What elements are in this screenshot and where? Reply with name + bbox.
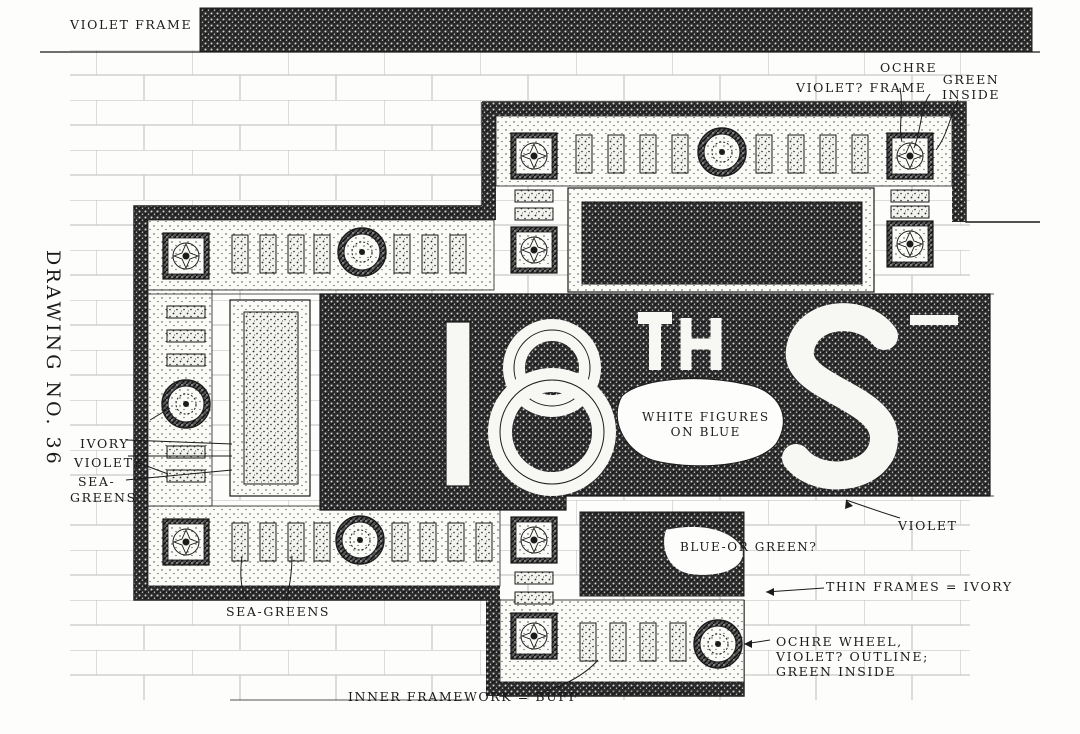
medallion-wheel-icon bbox=[335, 515, 385, 565]
rosette-tile-icon bbox=[162, 232, 210, 280]
label-violet-question: Violet? bbox=[74, 455, 142, 470]
label-blue-or-green: Blue-or Green? bbox=[680, 540, 818, 554]
label-greens: Greens bbox=[70, 490, 137, 505]
label-thin-frames: Thin Frames = Ivory bbox=[826, 579, 1013, 594]
rosette-tile-icon bbox=[886, 220, 934, 268]
label-inner-framework: Inner Framework = Buff bbox=[348, 689, 579, 704]
rosette-tile-icon bbox=[510, 516, 558, 564]
medallion-wheel-icon bbox=[161, 379, 211, 429]
label-sea-greens: Sea-Greens bbox=[226, 604, 331, 619]
label-violet: Violet bbox=[898, 518, 958, 533]
rosette-tile-icon bbox=[886, 132, 934, 180]
label-green-inside: Green Inside bbox=[942, 72, 1000, 102]
medallion-wheel-icon bbox=[693, 619, 743, 669]
drawing-number-title: Drawing No. 36 bbox=[42, 250, 64, 467]
label-inside: Inside bbox=[942, 87, 1001, 102]
label-ochre-wheel: Ochre Wheel, Violet? Outline; Green Insi… bbox=[776, 634, 929, 679]
label-ochre: Ochre bbox=[880, 60, 938, 75]
rosette-tile-icon bbox=[510, 132, 558, 180]
label-ivory: Ivory bbox=[80, 436, 130, 451]
label-white-figures-line1: White Figures bbox=[642, 410, 770, 424]
label-sea: Sea- bbox=[78, 474, 116, 489]
label-green: Green bbox=[942, 72, 1000, 87]
label-violet-frame-question: Violet? Frame bbox=[796, 80, 927, 95]
rosette-tile-icon bbox=[510, 226, 558, 274]
medallion-wheel-icon bbox=[697, 127, 747, 177]
label-violet-frame: Violet Frame bbox=[70, 17, 193, 32]
label-white-figures: White Figures on Blue bbox=[642, 410, 770, 440]
rosette-tile-icon bbox=[510, 612, 558, 660]
label-ochre-wheel-line3: Green Inside bbox=[776, 664, 897, 679]
label-white-figures-line2: on Blue bbox=[670, 425, 742, 439]
label-ochre-wheel-line1: Ochre Wheel, bbox=[776, 634, 903, 649]
label-ochre-wheel-line2: Violet? Outline; bbox=[776, 649, 929, 664]
medallion-wheel-icon bbox=[337, 227, 387, 277]
rosette-tile-icon bbox=[162, 518, 210, 566]
